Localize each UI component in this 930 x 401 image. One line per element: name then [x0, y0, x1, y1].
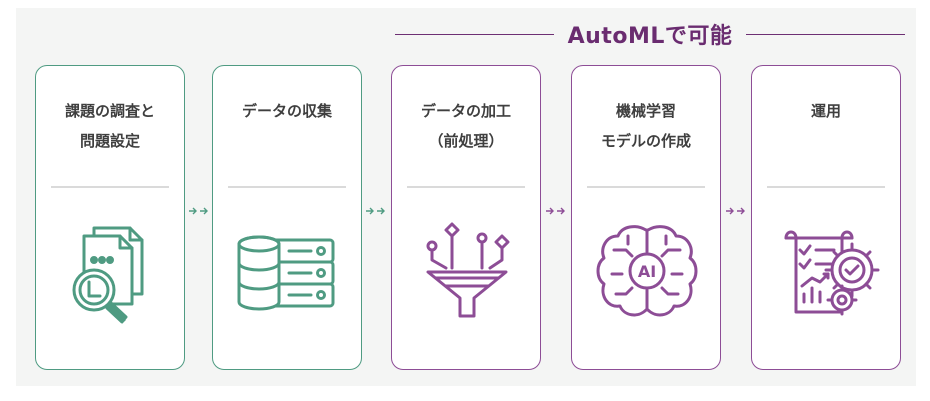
step-label: データの収集	[241, 102, 332, 120]
step-divider	[407, 186, 525, 188]
step-arrow	[546, 207, 565, 215]
document-search-icon	[72, 226, 144, 324]
step-card-model-building: 機械学習 モデルの作成 AI	[571, 65, 721, 370]
step-label: 機械学習 モデルの作成	[600, 102, 691, 150]
step-card-problem-definition: 課題の調査と 問題設定	[35, 65, 185, 370]
step-card-operation: 運用	[751, 65, 901, 370]
automl-range-header: AutoMLで可能	[395, 18, 906, 50]
step-divider	[228, 186, 346, 188]
ai-brain-icon: AI	[596, 225, 698, 317]
step-arrow	[726, 207, 745, 215]
step-label: 課題の調査と 問題設定	[64, 102, 155, 150]
step-label: データの加工 （前処理）	[420, 102, 511, 150]
funnel-filter-icon	[426, 222, 510, 318]
step-divider	[587, 186, 705, 188]
header-line-left	[395, 33, 554, 35]
header-line-right	[746, 33, 906, 35]
step-card-data-collection: データの収集	[212, 65, 362, 370]
step-arrow	[189, 207, 208, 215]
database-server-icon	[237, 235, 335, 311]
step-divider	[767, 186, 885, 188]
header-title: AutoMLで可能	[567, 24, 733, 49]
step-card-data-processing: データの加工 （前処理）	[391, 65, 541, 370]
step-arrow	[366, 207, 385, 215]
step-divider	[51, 186, 169, 188]
svg-text:AI: AI	[638, 262, 656, 281]
step-label: 運用	[810, 102, 841, 120]
report-gear-icon	[784, 230, 880, 316]
